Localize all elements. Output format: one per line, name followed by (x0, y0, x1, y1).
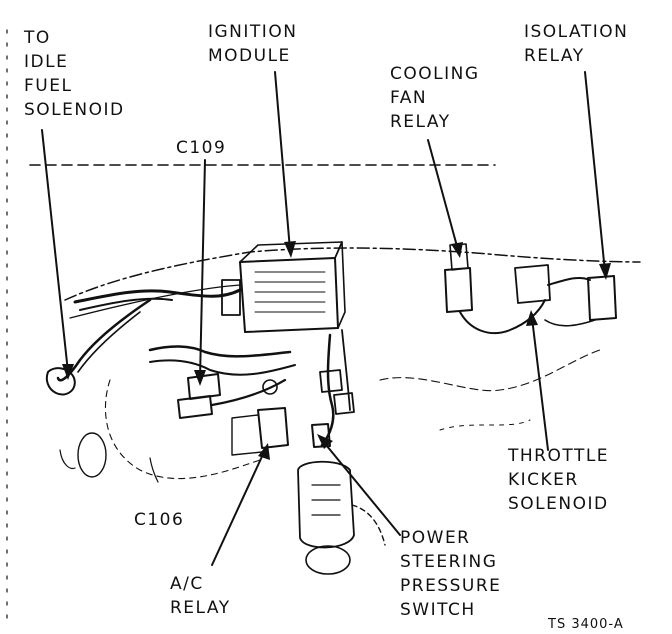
leader-cooling-fan-relay (427, 139, 459, 251)
ps-pump-pulley (305, 545, 351, 575)
label-isolation-relay: ISOLATION RELAY (524, 22, 629, 66)
arrowhead-ignition-module (284, 241, 296, 258)
arrowhead-idle-fuel-solenoid (62, 364, 74, 380)
ac-relay-body (257, 407, 289, 449)
mounting-tab (59, 449, 76, 470)
ignition-module-fins (254, 271, 326, 313)
ps-pump-assembly (297, 460, 355, 549)
c109-connector (187, 373, 221, 400)
body-contour (379, 349, 601, 392)
fender-outline (64, 247, 641, 301)
label-power-steering-pressure-switch: POWER STEERING PRESSURE SWITCH (400, 528, 502, 620)
leader-throttle-kicker (531, 317, 549, 451)
center-connector-2 (333, 392, 355, 415)
ps-switch-body (311, 423, 331, 448)
leader-isolation-relay (584, 71, 606, 273)
ps-line (351, 504, 386, 546)
c109-wiring-2 (149, 359, 296, 376)
harness-to-fuel-solenoid-2 (77, 311, 141, 373)
mounting-oval (77, 432, 107, 478)
harness-main-2 (79, 297, 173, 311)
isolation-relay-body (587, 275, 617, 321)
apron-outline (104, 379, 261, 480)
arrowhead-throttle-kicker (526, 310, 538, 326)
label-c109: C109 (176, 138, 227, 158)
fuel-solenoid-connector (45, 367, 76, 396)
throttle-kicker-solenoid-body (514, 264, 551, 304)
arrowhead-isolation-relay (599, 263, 611, 280)
harness-to-fuel-solenoid (56, 298, 152, 382)
arrowhead-ac-relay (258, 443, 270, 460)
ignition-module-side (334, 241, 346, 329)
ac-relay-bracket (231, 414, 263, 456)
leader-ignition-module (274, 71, 291, 251)
label-idle-fuel-solenoid: TO IDLE FUEL SOLENOID (24, 28, 125, 120)
leader-c109 (199, 159, 206, 379)
figure-code: TS 3400-A (548, 617, 624, 632)
cooling-fan-relay-harness (459, 299, 546, 335)
harness-main (73, 288, 242, 304)
ignition-module-connector (221, 279, 241, 316)
arrowhead-c109 (194, 370, 206, 386)
inner-fender-outline (69, 284, 241, 319)
label-throttle-kicker-solenoid: THROTTLE KICKER SOLENOID (508, 446, 610, 514)
label-ac-relay: A/C RELAY (170, 574, 231, 618)
body-contour-2 (439, 419, 531, 431)
mounting-tab-2 (149, 457, 159, 483)
c109-wiring (148, 345, 292, 358)
c109-connector-2 (177, 395, 213, 419)
leader-ac-relay (211, 449, 266, 566)
label-c106: C106 (134, 510, 185, 530)
harness-lower (210, 378, 287, 407)
label-cooling-fan-relay: COOLING FAN RELAY (390, 64, 480, 132)
ignition-module-body (239, 257, 339, 333)
ac-relay-mount (262, 379, 278, 395)
leader-idle-fuel-solenoid (41, 129, 69, 373)
right-harness-2 (544, 319, 596, 327)
label-ignition-module: IGNITION MODULE (208, 22, 298, 66)
cooling-fan-relay-body (444, 267, 473, 313)
harness-center-2 (341, 329, 351, 411)
center-connector (319, 369, 343, 393)
leader-ps-switch (321, 439, 401, 536)
arrowhead-ps-switch (317, 434, 333, 449)
ps-pump-ports (311, 484, 341, 516)
arrowhead-cooling-fan-relay (451, 242, 463, 258)
right-harness (547, 276, 591, 286)
